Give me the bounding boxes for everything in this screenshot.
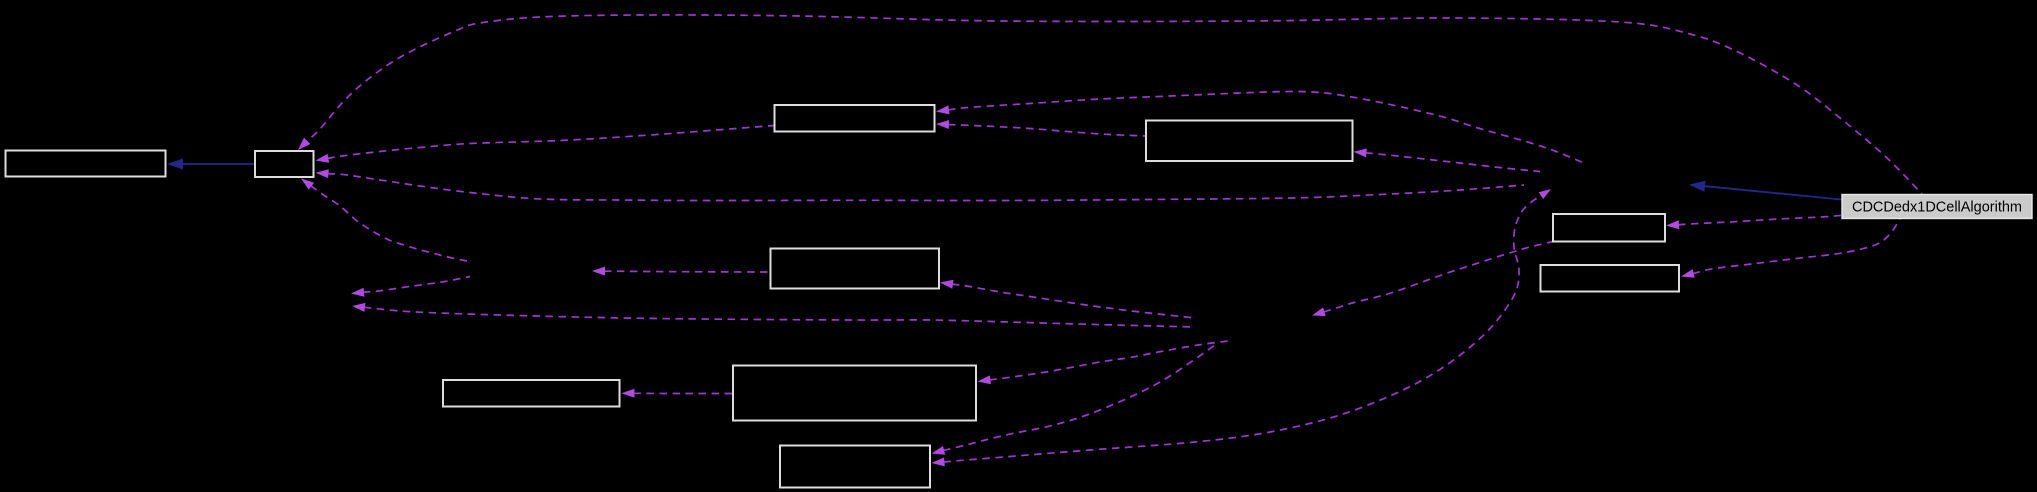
svg-text:CDCDedx1DCellAlgorithm: CDCDedx1DCellAlgorithm bbox=[1852, 200, 2022, 216]
